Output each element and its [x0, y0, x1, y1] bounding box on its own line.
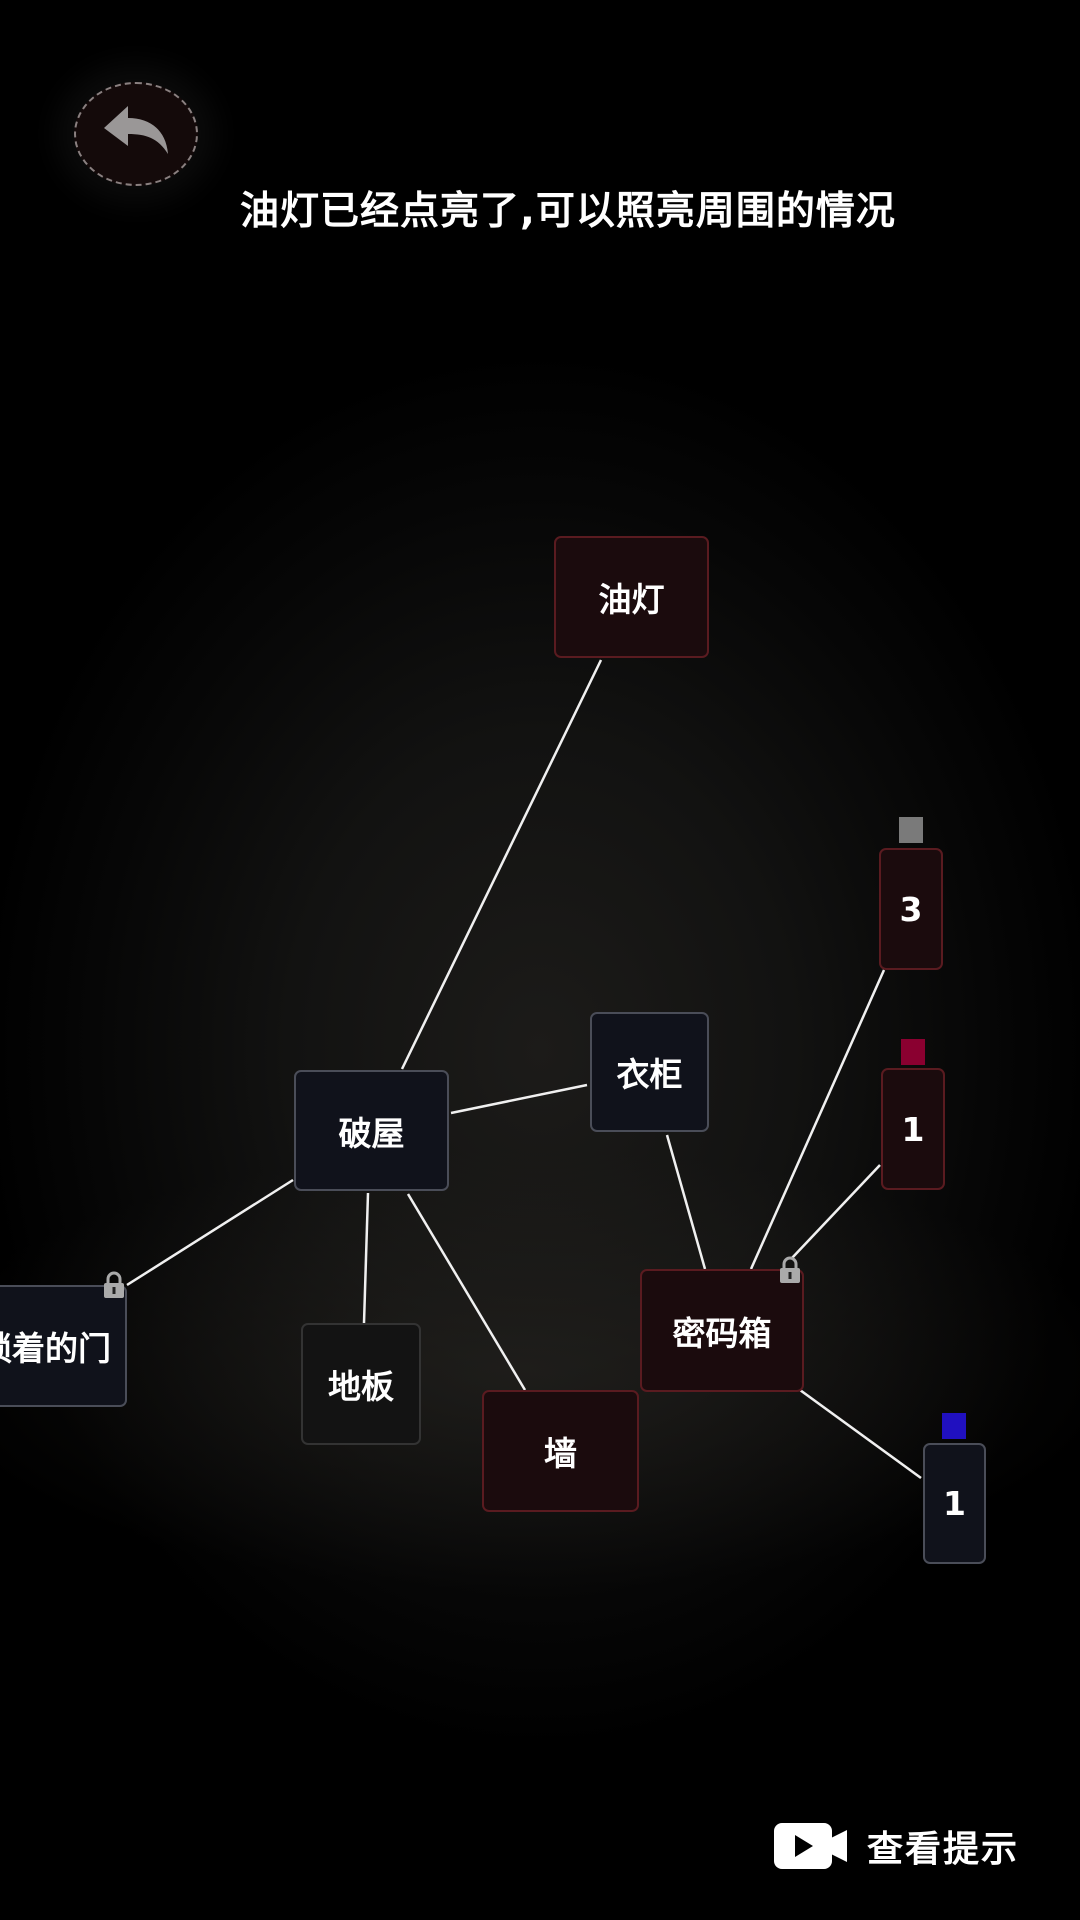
link-house-wall — [406, 1193, 527, 1391]
node-wardrobe[interactable]: 衣柜 — [590, 1012, 709, 1132]
room-floor-shadow — [0, 1150, 1080, 1600]
node-lamp[interactable]: 油灯 — [554, 536, 709, 658]
back-arrow-icon — [104, 106, 168, 154]
red-color-tab — [901, 1039, 925, 1065]
back-button[interactable] — [74, 82, 198, 186]
status-message: 油灯已经点亮了,可以照亮周围的情况 — [240, 189, 896, 234]
blue-color-tab — [942, 1413, 966, 1439]
link-house-wardrobe — [450, 1083, 588, 1115]
node-digit-blue[interactable]: 1 — [923, 1443, 986, 1564]
view-hint-label: 查看提示 — [867, 1829, 1020, 1870]
link-lamp-house — [400, 659, 603, 1070]
link-house-door — [126, 1178, 294, 1287]
link-safe-digit2 — [791, 1164, 881, 1259]
link-safe-digit3 — [799, 1388, 922, 1480]
video-camera-icon — [774, 1823, 847, 1869]
link-house-floor — [362, 1192, 370, 1324]
node-locked-door[interactable]: 锁着的门 — [0, 1285, 127, 1407]
node-digit-red[interactable]: 1 — [881, 1068, 945, 1190]
node-safe[interactable]: 密码箱 — [640, 1269, 804, 1392]
view-hint-button[interactable]: 查看提示 — [773, 1820, 1019, 1872]
node-house[interactable]: 破屋 — [294, 1070, 449, 1191]
lock-icon — [104, 1271, 124, 1298]
node-floor[interactable]: 地板 — [301, 1323, 421, 1445]
gray-color-tab — [899, 817, 923, 843]
lock-icon — [780, 1256, 800, 1283]
node-wall[interactable]: 墙 — [482, 1390, 639, 1512]
node-digit-gray[interactable]: 3 — [879, 848, 943, 970]
link-safe-digit1 — [749, 969, 886, 1270]
link-wardrobe-safe — [665, 1134, 707, 1270]
